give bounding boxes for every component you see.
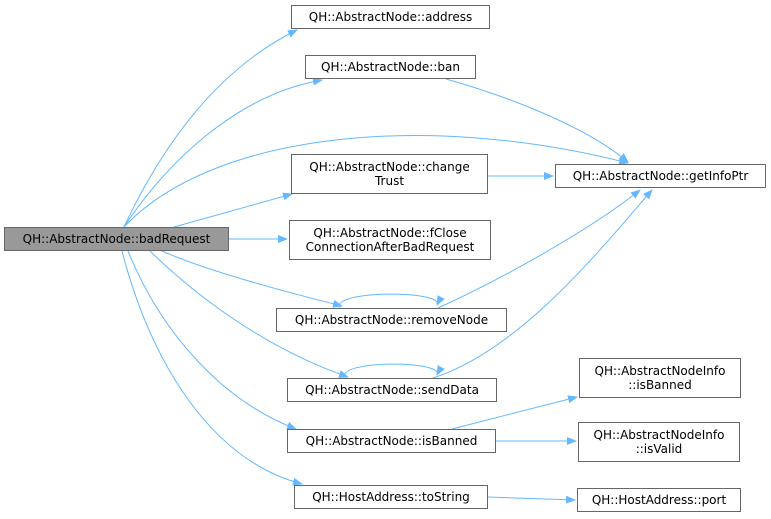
edge-sendData-to-getInfoPtr (432, 189, 653, 379)
node-label-line: Trust (374, 174, 405, 188)
edge-badRequest-to-changeTrust (173, 192, 293, 228)
node-label-line: QH::AbstractNode::isBanned (305, 434, 478, 448)
node-ban[interactable]: QH::AbstractNode::ban (305, 55, 476, 79)
edge-badRequest-to-removeNode (161, 250, 343, 308)
node-label-line: QH::AbstractNode::badRequest (22, 232, 211, 246)
node-label-line: ::isValid (635, 442, 683, 456)
node-label-line: QH::AbstractNode::address (308, 10, 473, 24)
edge-badRequest-to-toString (121, 250, 303, 486)
node-label-line: QH::AbstractNode::removeNode (294, 313, 489, 327)
node-badRequest: QH::AbstractNode::badRequest (4, 227, 229, 251)
node-removeNode[interactable]: QH::AbstractNode::removeNode (276, 308, 507, 332)
node-label-line: QH::AbstractNode::sendData (305, 383, 479, 397)
edge-sendData-to-sendData (344, 363, 445, 379)
node-isBanned[interactable]: QH::AbstractNode::isBanned (287, 429, 496, 453)
node-getInfoPtr[interactable]: QH::AbstractNode::getInfoPtr (555, 164, 766, 188)
node-port[interactable]: QH::HostAddress::port (577, 488, 741, 512)
edge-badRequest-to-sendData (149, 250, 349, 378)
edge-toString-to-port (487, 495, 576, 504)
edge-isBanned-to-infoIsBanned (451, 395, 578, 430)
edge-ban-to-getInfoPtr (445, 78, 629, 163)
node-sendData[interactable]: QH::AbstractNode::sendData (287, 378, 497, 402)
edge-removeNode-to-getInfoPtr (437, 189, 641, 309)
edge-badRequest-to-isBanned (127, 250, 297, 430)
node-infoIsBanned[interactable]: QH::AbstractNodeInfo::isBanned (579, 358, 741, 398)
node-label-line: QH::AbstractNodeInfo (593, 428, 725, 442)
edge-badRequest-to-ban (123, 77, 323, 228)
node-label-line: QH::AbstractNode::fClose (313, 226, 467, 240)
node-label-line: QH::AbstractNode::ban (321, 60, 460, 74)
node-label-line: QH::HostAddress::toString (312, 490, 470, 504)
node-label-line: QH::HostAddress::port (591, 493, 727, 507)
edge-removeNode-to-removeNode (339, 293, 445, 309)
node-toString[interactable]: QH::HostAddress::toString (294, 485, 488, 509)
node-infoIsValid[interactable]: QH::AbstractNodeInfo::isValid (578, 422, 740, 462)
edge-badRequest-to-address (123, 29, 298, 228)
node-label-line: QH::AbstractNodeInfo (594, 364, 726, 378)
edge-badRequest-to-getInfoPtr (123, 135, 629, 228)
node-address[interactable]: QH::AbstractNode::address (291, 5, 490, 29)
node-label-line: QH::AbstractNode::getInfoPtr (572, 169, 749, 183)
node-label-line: ::isBanned (628, 378, 692, 392)
node-label-line: QH::AbstractNode::change (309, 160, 470, 174)
node-label-line: ConnectionAfterBadRequest (305, 240, 475, 254)
